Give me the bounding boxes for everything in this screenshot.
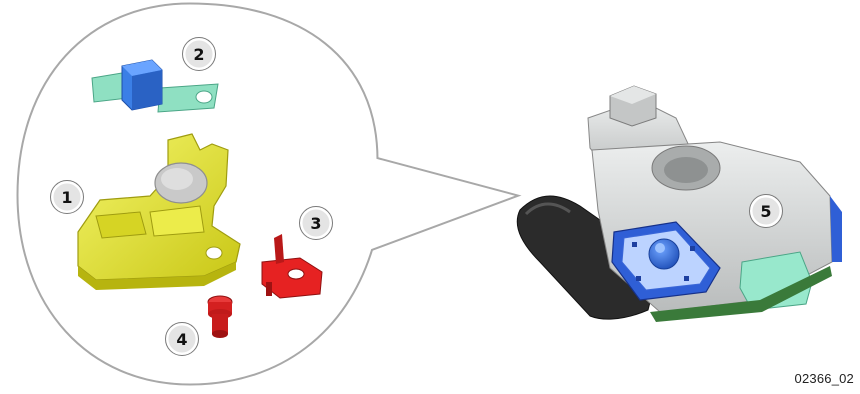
red-clip-part	[261, 234, 323, 299]
callout-1: 1	[50, 180, 84, 214]
callout-4: 4	[165, 322, 199, 356]
figure-code: 02366_02	[794, 371, 854, 386]
callout-5: 5	[749, 194, 783, 228]
yellow-clamp-part	[77, 133, 241, 290]
magnifier-bubble	[16, 2, 522, 386]
callout-3: 3	[299, 206, 333, 240]
callout-label-4: 4	[176, 330, 187, 349]
red-pin-part	[207, 295, 233, 338]
callout-label-5: 5	[760, 202, 771, 221]
callout-label-3: 3	[310, 214, 321, 233]
callout-label-2: 2	[193, 45, 204, 64]
fuse-strip-part	[91, 59, 219, 113]
callout-label-1: 1	[61, 188, 72, 207]
battery-terminal-assembly	[516, 85, 842, 322]
callout-2: 2	[182, 37, 216, 71]
